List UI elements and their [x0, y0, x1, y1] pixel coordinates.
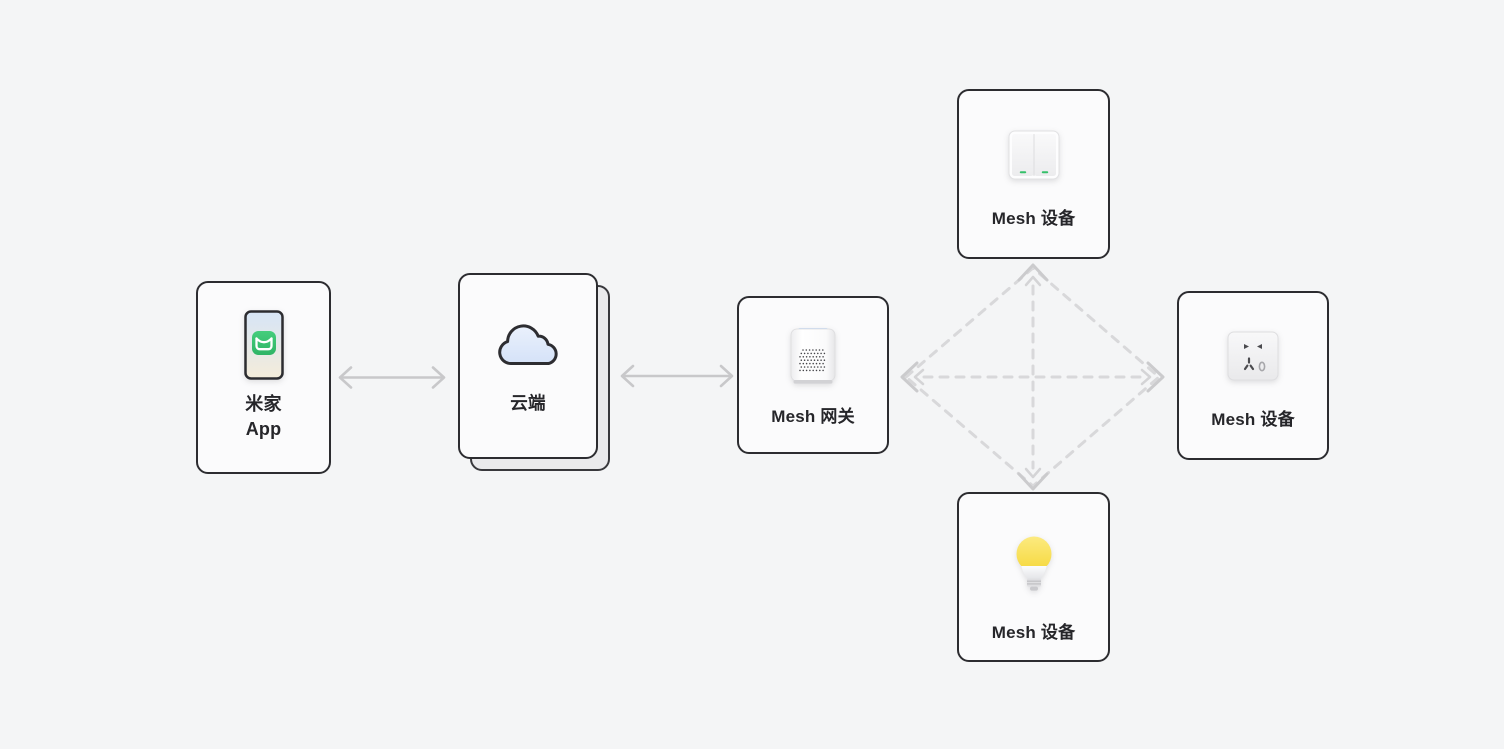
light-bulb-icon — [1016, 536, 1051, 591]
gateway-label: Mesh 网关 — [771, 407, 855, 426]
app-label-line1: 米家 — [245, 394, 282, 414]
app-cloud-arrow — [338, 366, 446, 389]
mesh-gateway-node: Mesh 网关 — [737, 296, 889, 454]
gateway-speaker-icon — [790, 328, 836, 384]
mesh-dashed-diamond — [904, 266, 1161, 488]
power-socket-icon — [1227, 331, 1279, 381]
cloud-gateway-arrow — [620, 364, 734, 388]
cloud-node: 云端 — [458, 273, 598, 459]
device-bottom-label: Mesh 设备 — [991, 623, 1076, 642]
device-right-label: Mesh 设备 — [1211, 410, 1295, 429]
mesh-outer-chevrons — [900, 263, 1165, 491]
mesh-device-right-node: Mesh 设备 — [1177, 291, 1329, 460]
phone-mijia-icon — [243, 310, 284, 380]
wall-switch-icon — [1008, 130, 1059, 180]
mesh-device-bottom-node: Mesh 设备 — [957, 492, 1110, 662]
device-top-label: Mesh 设备 — [991, 209, 1076, 228]
mijia-app-node: 米家 App — [196, 281, 331, 474]
app-label-line2: App — [245, 419, 282, 439]
mesh-device-top-node: Mesh 设备 — [957, 89, 1110, 259]
cloud-label: 云端 — [510, 393, 546, 413]
cloud-icon — [498, 324, 558, 366]
mesh-cross-arrowheads — [913, 275, 1152, 479]
